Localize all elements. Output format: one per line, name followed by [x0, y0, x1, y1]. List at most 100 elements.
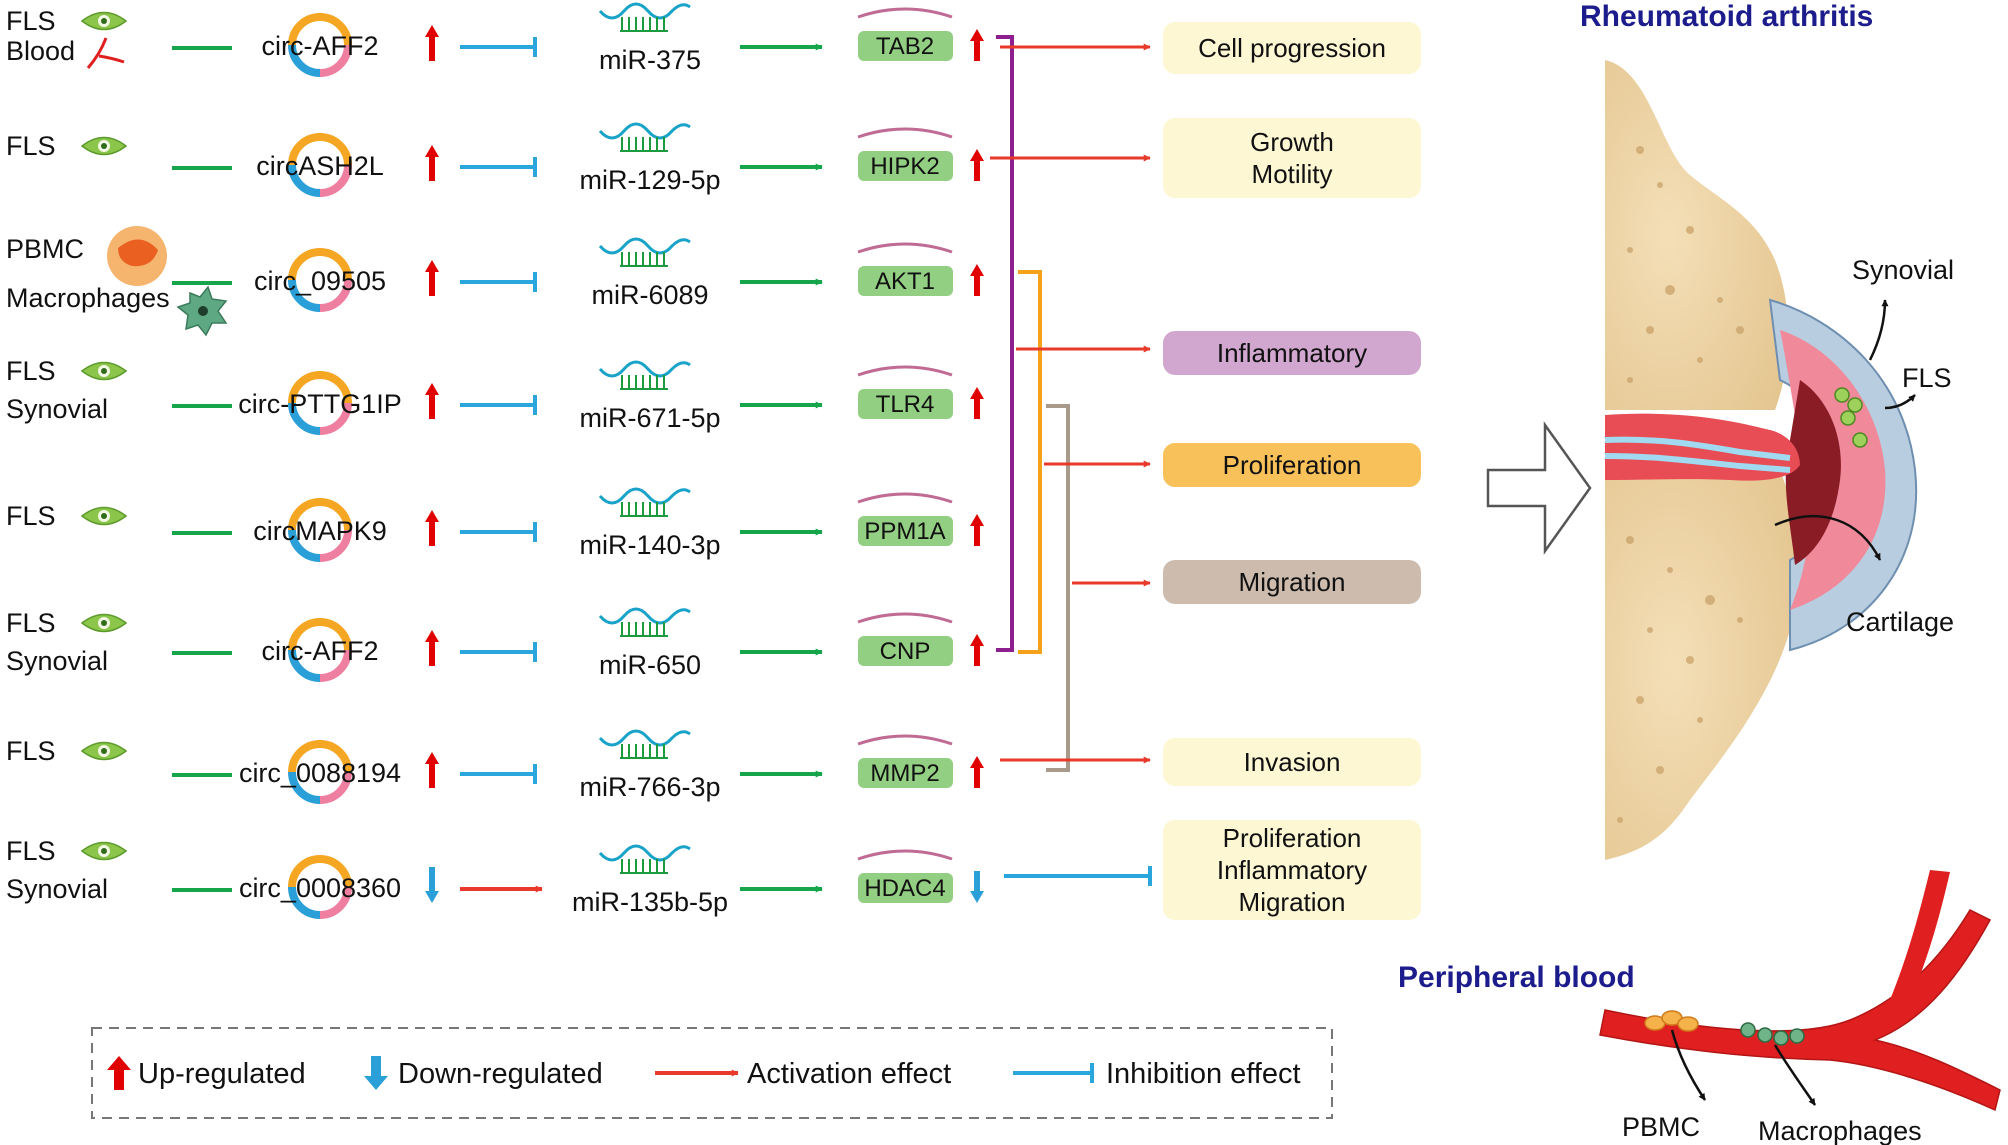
circrna-ring-icon — [288, 855, 352, 919]
mrna-arc-icon — [857, 849, 953, 861]
circrna-upregulated-icon — [425, 25, 439, 61]
gene-label: AKT1 — [875, 268, 935, 295]
outcome-label: Proliferation — [1223, 823, 1362, 853]
source-label: FLS — [6, 836, 56, 866]
fls-eye-icon — [80, 506, 128, 526]
gene-label: CNP — [880, 638, 931, 665]
gene-box — [858, 389, 953, 419]
fls-eye-icon — [80, 613, 128, 633]
gene-label: HDAC4 — [864, 875, 945, 902]
circrna-upregulated-icon — [425, 752, 439, 788]
circrna-label: circ_0008360 — [239, 873, 401, 903]
outcome-box: Invasion — [1163, 738, 1421, 786]
mirna-glyph-icon — [598, 729, 691, 759]
outcome-label: Migration — [1239, 567, 1346, 597]
blood-vessel-illustration — [1599, 870, 2001, 1112]
mirna-label: miR-650 — [599, 650, 701, 680]
mirna-glyph-icon — [598, 237, 691, 267]
circrna-upregulated-icon — [425, 510, 439, 546]
gene-box — [858, 873, 953, 903]
circrna-ring-icon — [288, 740, 352, 804]
legend-down-label: Down-regulated — [398, 1058, 603, 1090]
joint-label-fls: FLS — [1902, 363, 1952, 393]
outcome-box: Cell progression — [1163, 22, 1421, 74]
mrna-arc-icon — [857, 7, 953, 19]
gene-label: MMP2 — [870, 760, 939, 787]
circrna-upregulated-icon — [425, 383, 439, 419]
fls-eye-icon — [80, 11, 128, 31]
mrna-arc-icon — [857, 365, 953, 377]
joint-label-cartilage: Cartilage — [1846, 607, 1954, 637]
inhibition-line — [460, 522, 537, 542]
gene-downregulated-icon — [970, 871, 984, 903]
fls-eye-icon — [80, 741, 128, 761]
legend-up-icon — [107, 1056, 131, 1090]
gene-box — [858, 266, 953, 296]
mirna-glyph-icon — [598, 487, 691, 517]
pathway-row: PBMC Macrophages circ_09505 miR-6089 AKT1 — [6, 226, 984, 337]
fls-eye-icon — [80, 841, 128, 861]
outcome-label: Motility — [1252, 159, 1333, 189]
source-label: Blood — [6, 36, 75, 66]
blood-label-pbmc: PBMC — [1622, 1112, 1700, 1142]
circrna-upregulated-icon — [425, 260, 439, 296]
bracket-grey — [1046, 404, 1070, 772]
gene-box — [858, 516, 953, 546]
outcome-box: Inflammatory — [1163, 331, 1421, 375]
source-label: FLS — [6, 608, 56, 638]
blood-label-macrophages: Macrophages — [1758, 1116, 1922, 1145]
outcome-label: Invasion — [1244, 747, 1341, 777]
source-label: Synovial — [6, 646, 108, 676]
mirna-glyph-icon — [598, 844, 691, 874]
circrna-label: circMAPK9 — [253, 516, 387, 546]
mirna-glyph-icon — [598, 122, 691, 152]
mirna-label: miR-6089 — [591, 280, 708, 310]
gene-label: PPM1A — [864, 518, 945, 545]
source-label: Synovial — [6, 874, 108, 904]
outcome-label: Proliferation — [1223, 450, 1362, 480]
mrna-arc-icon — [857, 612, 953, 624]
circrna-ring-icon — [288, 133, 352, 197]
source-label: Macrophages — [6, 283, 170, 313]
gene-upregulated-icon — [970, 149, 984, 181]
mirna-glyph-icon — [598, 2, 691, 32]
mirna-label: miR-766-3p — [579, 772, 720, 802]
source-label: PBMC — [6, 234, 84, 264]
circrna-label: circ_09505 — [254, 266, 386, 296]
outcome-label: Cell progression — [1198, 33, 1386, 63]
mrna-arc-icon — [857, 242, 953, 254]
legend: Up-regulated Down-regulated Activation e… — [91, 1027, 1333, 1119]
bracket-orange — [1018, 270, 1042, 654]
mirna-label: miR-375 — [599, 45, 701, 75]
source-label: FLS — [6, 131, 56, 161]
fls-eye-icon — [80, 361, 128, 381]
circrna-ring-icon — [288, 371, 352, 435]
source-label: Synovial — [6, 394, 108, 424]
gene-label: HIPK2 — [870, 153, 939, 180]
source-label: FLS — [6, 736, 56, 766]
circrna-upregulated-icon — [425, 145, 439, 181]
circrna-label: circ-AFF2 — [262, 636, 379, 666]
mirna-glyph-icon — [598, 607, 691, 637]
circrna-upregulated-icon — [425, 630, 439, 666]
mirna-label: miR-671-5p — [579, 403, 720, 433]
source-label: FLS — [6, 6, 56, 36]
mirna-glyph-icon — [598, 360, 691, 390]
joint-illustration — [1604, 60, 1918, 860]
joint-label-synovial: Synovial — [1852, 255, 1954, 285]
legend-down-icon — [364, 1056, 388, 1090]
circrna-ring-icon — [288, 618, 352, 682]
gene-box — [858, 636, 953, 666]
circrna-label: circ-PTTG1IP — [238, 389, 402, 419]
pathway-brackets — [990, 35, 1152, 886]
mrna-arc-icon — [857, 127, 953, 139]
pathway-row: FLS Synovial circ-AFF2 miR-650 CNP — [6, 607, 984, 682]
gene-label: TLR4 — [876, 391, 935, 418]
